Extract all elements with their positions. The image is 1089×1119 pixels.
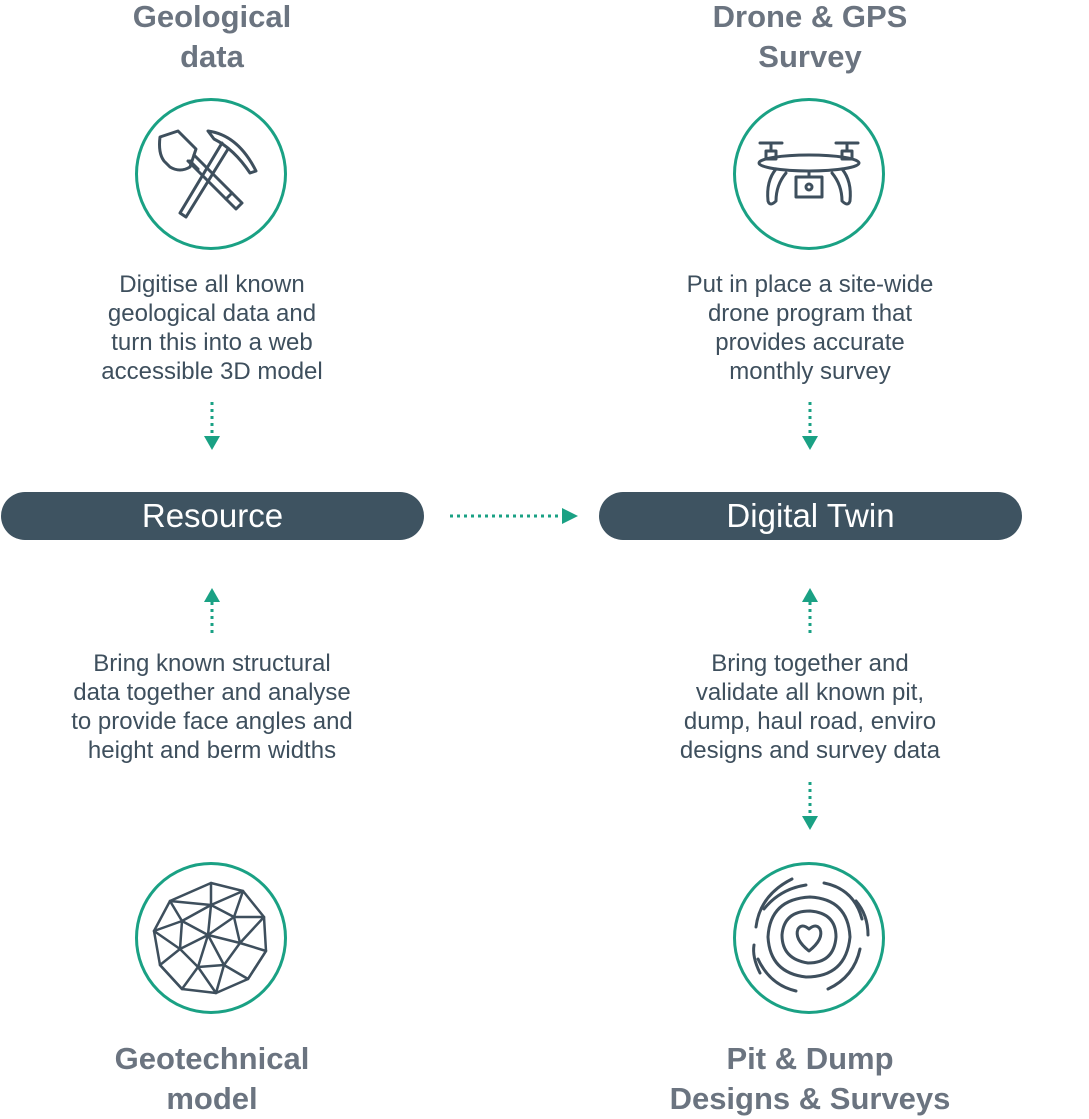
- resource-hub-label: Resource: [141, 497, 284, 534]
- geological-desc-line: Digitise all known: [119, 271, 305, 298]
- geotechnical-title-line2: model: [166, 1081, 258, 1116]
- digital-twin-hub-label: Digital Twin: [726, 497, 895, 534]
- drone-icon-circle: [733, 98, 885, 250]
- drone-icon: [757, 141, 861, 206]
- drone-desc-line: drone program that: [707, 300, 913, 327]
- geological-description: Digitise all known geological data and t…: [2, 270, 422, 386]
- up-arrow-right: [802, 588, 818, 636]
- pit-title-line1: Pit & Dump: [726, 1041, 894, 1076]
- pit-title: Pit & Dump Designs & Surveys: [600, 1039, 1020, 1119]
- pit-title-line2: Designs & Surveys: [669, 1081, 951, 1116]
- geotechnical-desc-line: to provide face angles and: [71, 708, 353, 735]
- drone-description: Put in place a site-wide drone program t…: [600, 270, 1020, 386]
- drone-title-line2: Survey: [758, 39, 862, 74]
- geotechnical-desc-line: Bring known structural: [93, 650, 331, 677]
- drone-desc-line: monthly survey: [729, 358, 891, 385]
- geodesic-sphere-icon: [152, 881, 268, 995]
- drone-desc-line: provides accurate: [715, 329, 905, 356]
- drone-desc-line: Put in place a site-wide: [686, 271, 934, 298]
- geotechnical-title-line1: Geotechnical: [114, 1041, 310, 1076]
- geological-desc-line: accessible 3D model: [101, 358, 323, 385]
- geological-title-line2: data: [180, 39, 244, 74]
- resource-hub: Resource: [1, 492, 424, 540]
- geological-desc-line: turn this into a web: [111, 329, 313, 356]
- geological-icon-circle: [135, 98, 287, 250]
- down-arrow-right: [802, 402, 818, 450]
- geotechnical-desc-line: data together and analyse: [73, 679, 351, 706]
- pit-desc-line: designs and survey data: [679, 737, 941, 764]
- drone-title: Drone & GPS Survey: [600, 0, 1020, 77]
- digital-twin-hub: Digital Twin: [599, 492, 1022, 540]
- pit-icon-circle: [733, 862, 885, 1014]
- geotechnical-desc-line: height and berm widths: [87, 737, 337, 764]
- geological-desc-line: geological data and: [107, 300, 317, 327]
- up-arrow-left: [204, 588, 220, 636]
- down-arrow-pit: [802, 782, 818, 830]
- geological-title: Geological data: [2, 0, 422, 77]
- pickaxe-shovel-icon: [158, 129, 258, 219]
- geotechnical-description: Bring known structural data together and…: [2, 649, 422, 765]
- topographic-contour-icon: [752, 877, 870, 993]
- pit-desc-line: validate all known pit,: [695, 679, 925, 706]
- down-arrow-left: [204, 402, 220, 450]
- geotechnical-title: Geotechnical model: [2, 1039, 422, 1119]
- right-arrow-hubs: [450, 508, 578, 524]
- geotechnical-icon-circle: [135, 862, 287, 1014]
- pit-desc-line: dump, haul road, enviro: [683, 708, 937, 735]
- drone-title-line1: Drone & GPS: [712, 0, 908, 34]
- pit-description: Bring together and validate all known pi…: [600, 649, 1020, 765]
- geological-title-line1: Geological: [132, 0, 292, 34]
- pit-desc-line: Bring together and: [711, 650, 909, 677]
